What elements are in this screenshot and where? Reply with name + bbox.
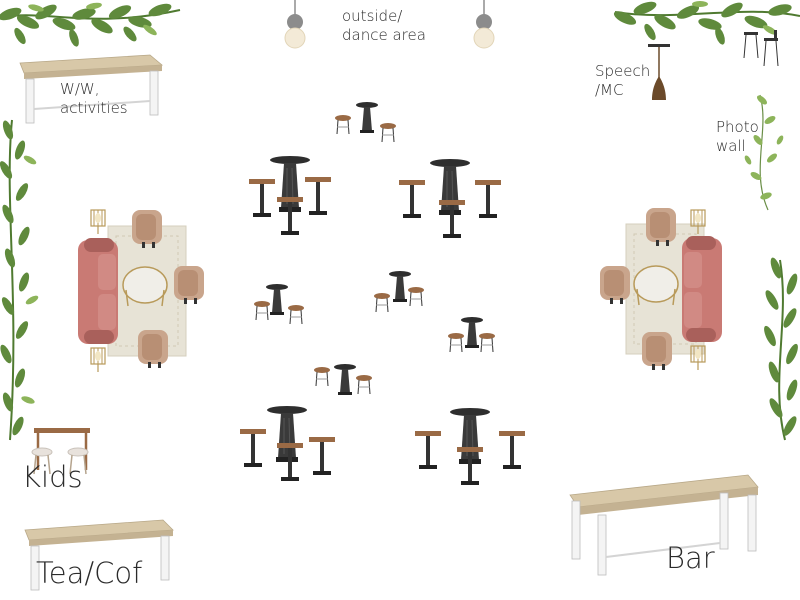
armchair-icon-left-mid xyxy=(174,266,204,304)
table-cluster-bottom-left xyxy=(240,405,335,481)
mini-cluster-mid-right xyxy=(447,317,496,353)
mini-cluster-lower xyxy=(313,364,373,395)
pendant-light-icon-left xyxy=(284,0,306,49)
table-cluster-bottom-right xyxy=(415,407,525,485)
sofa-icon-left xyxy=(78,238,118,344)
coffee-table-icon-left xyxy=(122,266,168,307)
pendant-light-icon-right xyxy=(473,0,495,49)
armchair-icon-right-bottom xyxy=(642,332,672,370)
bench-icon-tea-coffee xyxy=(24,519,174,591)
bench-icon-bar xyxy=(569,474,759,576)
mini-cluster-mid-center xyxy=(373,271,425,313)
armchair-icon-right-mid xyxy=(600,266,630,304)
armchair-icon-left-top xyxy=(132,210,162,248)
mini-cluster-top xyxy=(334,102,397,143)
plant-garland-icon-right xyxy=(764,257,798,441)
plant-garland-icon-photo-wall xyxy=(744,94,784,211)
armchair-icon-right-top xyxy=(646,208,676,246)
plant-garland-icon-left xyxy=(0,119,39,441)
podium-icon xyxy=(648,44,670,100)
mini-cluster-mid-left xyxy=(253,284,305,325)
ww-activities-label: W/W, activities xyxy=(60,80,128,117)
bench-icon-ww xyxy=(19,54,164,124)
bar-stool-icon-top-right xyxy=(743,30,779,67)
table-cluster-top-right xyxy=(399,158,501,238)
floor-lamp-icon-left-top xyxy=(90,209,106,235)
tea-coffee-label: Tea/Cof xyxy=(36,556,143,590)
floor-lamp-icon-left-bottom xyxy=(90,347,106,373)
sofa-icon-right xyxy=(682,236,722,342)
coffee-table-icon-right xyxy=(633,265,679,306)
bar-label: Bar xyxy=(666,541,715,575)
kids-table-icon xyxy=(31,428,90,475)
photo-wall-label: Photo wall xyxy=(716,118,759,155)
plant-garland-icon-top-left xyxy=(0,2,181,47)
kids-label: Kids xyxy=(22,460,83,494)
plant-garland-icon-top-right xyxy=(613,1,800,45)
armchair-icon-left-bottom xyxy=(138,330,168,368)
outside-dance-area-label: outside/ dance area xyxy=(342,7,426,44)
speech-mc-label: Speech /MC xyxy=(595,62,651,99)
table-cluster-top-left xyxy=(249,155,331,235)
